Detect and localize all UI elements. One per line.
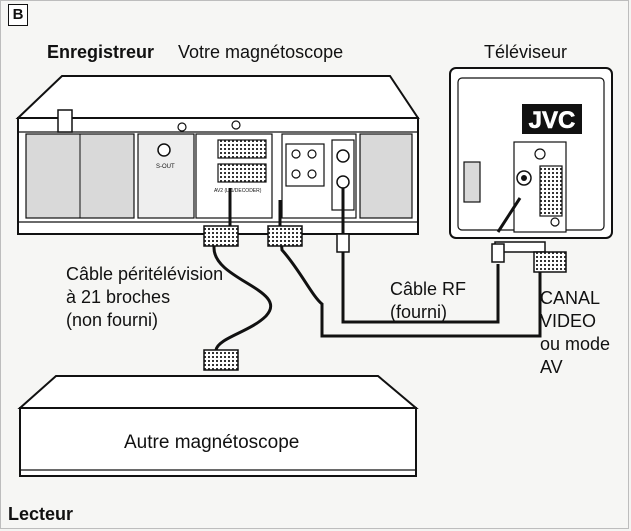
tv-mode-label-line: CANAL [540,288,601,308]
tv-mode-label-line: VIDEO [540,311,597,331]
scart-cable-to-tv [278,200,542,338]
rf-cable-label: Câble RF (fourni) [390,278,466,324]
scart-cable-label-line: (non fourni) [66,310,159,330]
tv-label: Téléviseur [484,42,568,62]
tv-set [449,67,613,253]
recorder-device-label: Votre magnétoscope [178,42,344,62]
scart-plug-icon [203,225,567,371]
rf-cable-label-line: (fourni) [390,302,448,322]
scart-cable-label-line: à 21 broches [66,287,171,307]
vcr-recorder: S-OUT AV2 (L-1/DECODER) [15,75,420,235]
vcr-player [17,375,419,477]
tv-mode-label-line: AV [540,357,563,377]
player-role-label: Lecteur [8,504,74,524]
scart-cable-label-line: Câble péritélévision [66,264,224,284]
rf-plug-icon [336,233,505,263]
recorder-role-label: Enregistreur [47,42,155,62]
svg-text:AV2 (L-1/DECODER): AV2 (L-1/DECODER) [214,188,262,194]
scart-cable-label: Câble péritélévision à 21 broches (non f… [66,263,223,332]
player-device-label: Autre magnétoscope [124,432,300,453]
tv-brand-logo: JVC [529,107,576,134]
rf-cable [341,188,500,324]
tv-mode-label: CANAL VIDEO ou mode AV [540,287,610,379]
svg-text:S-OUT: S-OUT [156,164,175,170]
tv-mode-label-line: ou mode [540,334,611,354]
rf-cable-label-line: Câble RF [390,279,467,299]
panel-badge: B [8,4,28,26]
